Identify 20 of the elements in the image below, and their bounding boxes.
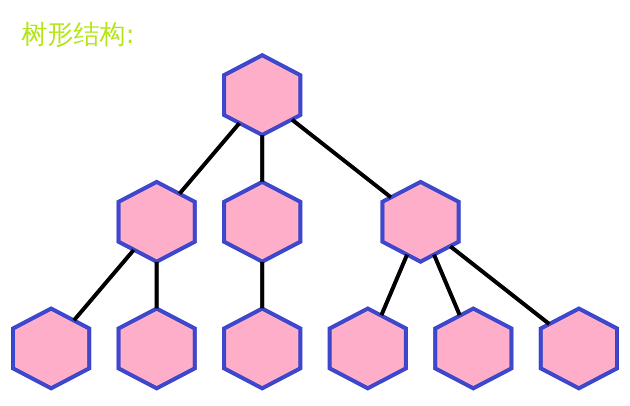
node-hexagon [10,306,92,391]
node-hexagon [116,180,197,264]
connector [178,122,241,195]
connector [290,118,392,199]
diagram-title: 树形结构: [22,20,134,50]
connector [260,135,264,182]
node-hexagon [222,180,302,264]
connector [72,248,136,322]
node-hexagon [380,180,461,264]
node-hexagon [222,52,302,138]
node-hexagon [433,306,514,391]
connector [260,262,264,308]
node-hexagon [116,306,197,391]
connector [432,254,462,316]
node-hexagon [538,306,620,391]
node-hexagon [222,306,302,391]
connector [380,254,409,316]
node-hexagon [328,306,408,391]
connector [449,244,550,326]
connector [154,262,159,308]
